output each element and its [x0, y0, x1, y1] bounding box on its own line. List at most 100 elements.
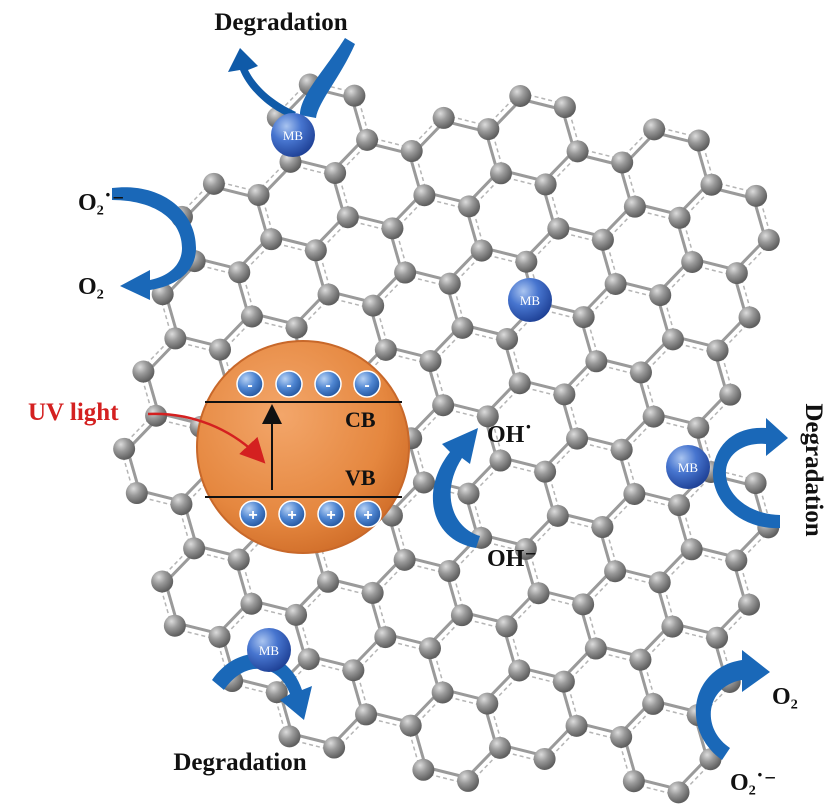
semiconductor-nanoparticle: CB VB ---- ++++ [196, 340, 410, 554]
carbon-atom [240, 305, 263, 328]
curved-arrow-icon [432, 428, 480, 548]
carbon-atom [412, 758, 435, 781]
uv-light-label: UV light [28, 399, 119, 426]
carbon-atom [451, 316, 474, 339]
curved-arrow-icon [212, 653, 312, 720]
carbon-atom [585, 350, 608, 373]
carbon-atom [317, 570, 340, 593]
carbon-atom [394, 261, 417, 284]
carbon-atom [623, 195, 646, 218]
carbon-atom [643, 118, 666, 141]
carbon-atom [228, 261, 251, 284]
holes: ++++ [239, 500, 382, 528]
carbon-atom [438, 559, 461, 582]
carbon-atom [418, 637, 441, 660]
svg-text:MB: MB [283, 128, 304, 143]
carbon-atom [719, 383, 742, 406]
carbon-atom [553, 383, 576, 406]
carbon-atom [552, 670, 575, 693]
carbon-atom [457, 769, 480, 792]
carbon-atom [661, 328, 684, 351]
carbon-atom [744, 472, 767, 495]
vb-label: VB [345, 465, 376, 490]
carbon-atom [591, 516, 614, 539]
carbon-atom [706, 339, 729, 362]
carbon-atom [534, 173, 557, 196]
carbon-atom [509, 84, 532, 107]
carbon-atom [336, 206, 359, 229]
curved-arrow-icon [712, 418, 788, 529]
left-oxygen-group: O₂˙⁻ O₂ [78, 187, 196, 300]
carbon-atom [450, 604, 473, 627]
carbon-atom [145, 404, 168, 427]
degradation-bottom-label: Degradation [173, 749, 306, 776]
carbon-atom [591, 228, 614, 251]
carbon-atom [668, 206, 691, 229]
electron-icon: - [275, 370, 303, 398]
carbon-atom [297, 648, 320, 671]
hydroxyl-group: OH˙ OH⁻ [432, 422, 537, 572]
carbon-atom [324, 161, 347, 184]
carbon-atom [489, 162, 512, 185]
svg-text:MB: MB [520, 293, 541, 308]
carbon-atom [260, 228, 283, 251]
carbon-atom [649, 284, 672, 307]
carbon-atom [317, 283, 340, 306]
degradation-top-label: Degradation [214, 9, 347, 36]
carbon-atom [227, 548, 250, 571]
degradation-right-label: Degradation [800, 403, 826, 536]
carbon-atom [738, 306, 761, 329]
hole-icon: + [354, 500, 382, 528]
carbon-atom [393, 548, 416, 571]
carbon-atom [323, 736, 346, 759]
carbon-atom [527, 582, 550, 605]
carbon-atom [164, 327, 187, 350]
carbon-atom [457, 482, 480, 505]
carbon-atom [361, 581, 384, 604]
svg-text:+: + [248, 507, 257, 524]
carbon-atom [629, 361, 652, 384]
bottom-degradation-group: MB Degradation [173, 628, 312, 776]
carbon-atom [240, 592, 263, 615]
curved-arrow-icon [300, 38, 355, 118]
hole-icon: + [239, 500, 267, 528]
carbon-atom [629, 648, 652, 671]
carbon-atom [151, 283, 174, 306]
carbon-atom [725, 549, 748, 572]
carbon-atom [285, 603, 308, 626]
carbon-atom [533, 747, 556, 770]
svg-text:-: - [247, 377, 252, 394]
carbon-atom [343, 84, 366, 107]
svg-text:+: + [326, 507, 335, 524]
hole-icon: + [317, 500, 345, 528]
carbon-atom [572, 306, 595, 329]
carbon-atom [700, 173, 723, 196]
carbon-atom [681, 251, 704, 274]
carbon-atom [431, 681, 454, 704]
carbon-atom [412, 471, 435, 494]
o2-right-label: O₂ [772, 684, 798, 710]
carbon-atom [374, 626, 397, 649]
svg-text:-: - [364, 377, 369, 394]
carbon-atom [489, 449, 512, 472]
carbon-atom [132, 360, 155, 383]
carbon-atom [470, 239, 493, 262]
right-degradation-group: MB Degradation [666, 403, 826, 537]
carbon-atom [163, 614, 186, 637]
carbon-atom [515, 250, 538, 273]
carbon-atom [566, 427, 589, 450]
carbon-atom [488, 736, 511, 759]
carbon-atom [495, 615, 518, 638]
carbon-atom [458, 195, 481, 218]
carbon-atom [623, 482, 646, 505]
carbon-atom [534, 460, 557, 483]
carbon-atom [265, 681, 288, 704]
carbon-atom [438, 272, 461, 295]
carbon-atom [285, 316, 308, 339]
svg-text:-: - [325, 377, 330, 394]
carbon-atom [648, 571, 671, 594]
electrons: ---- [236, 370, 381, 398]
carbon-atom [680, 538, 703, 561]
carbon-atom [208, 625, 231, 648]
carbon-atom [667, 781, 690, 804]
